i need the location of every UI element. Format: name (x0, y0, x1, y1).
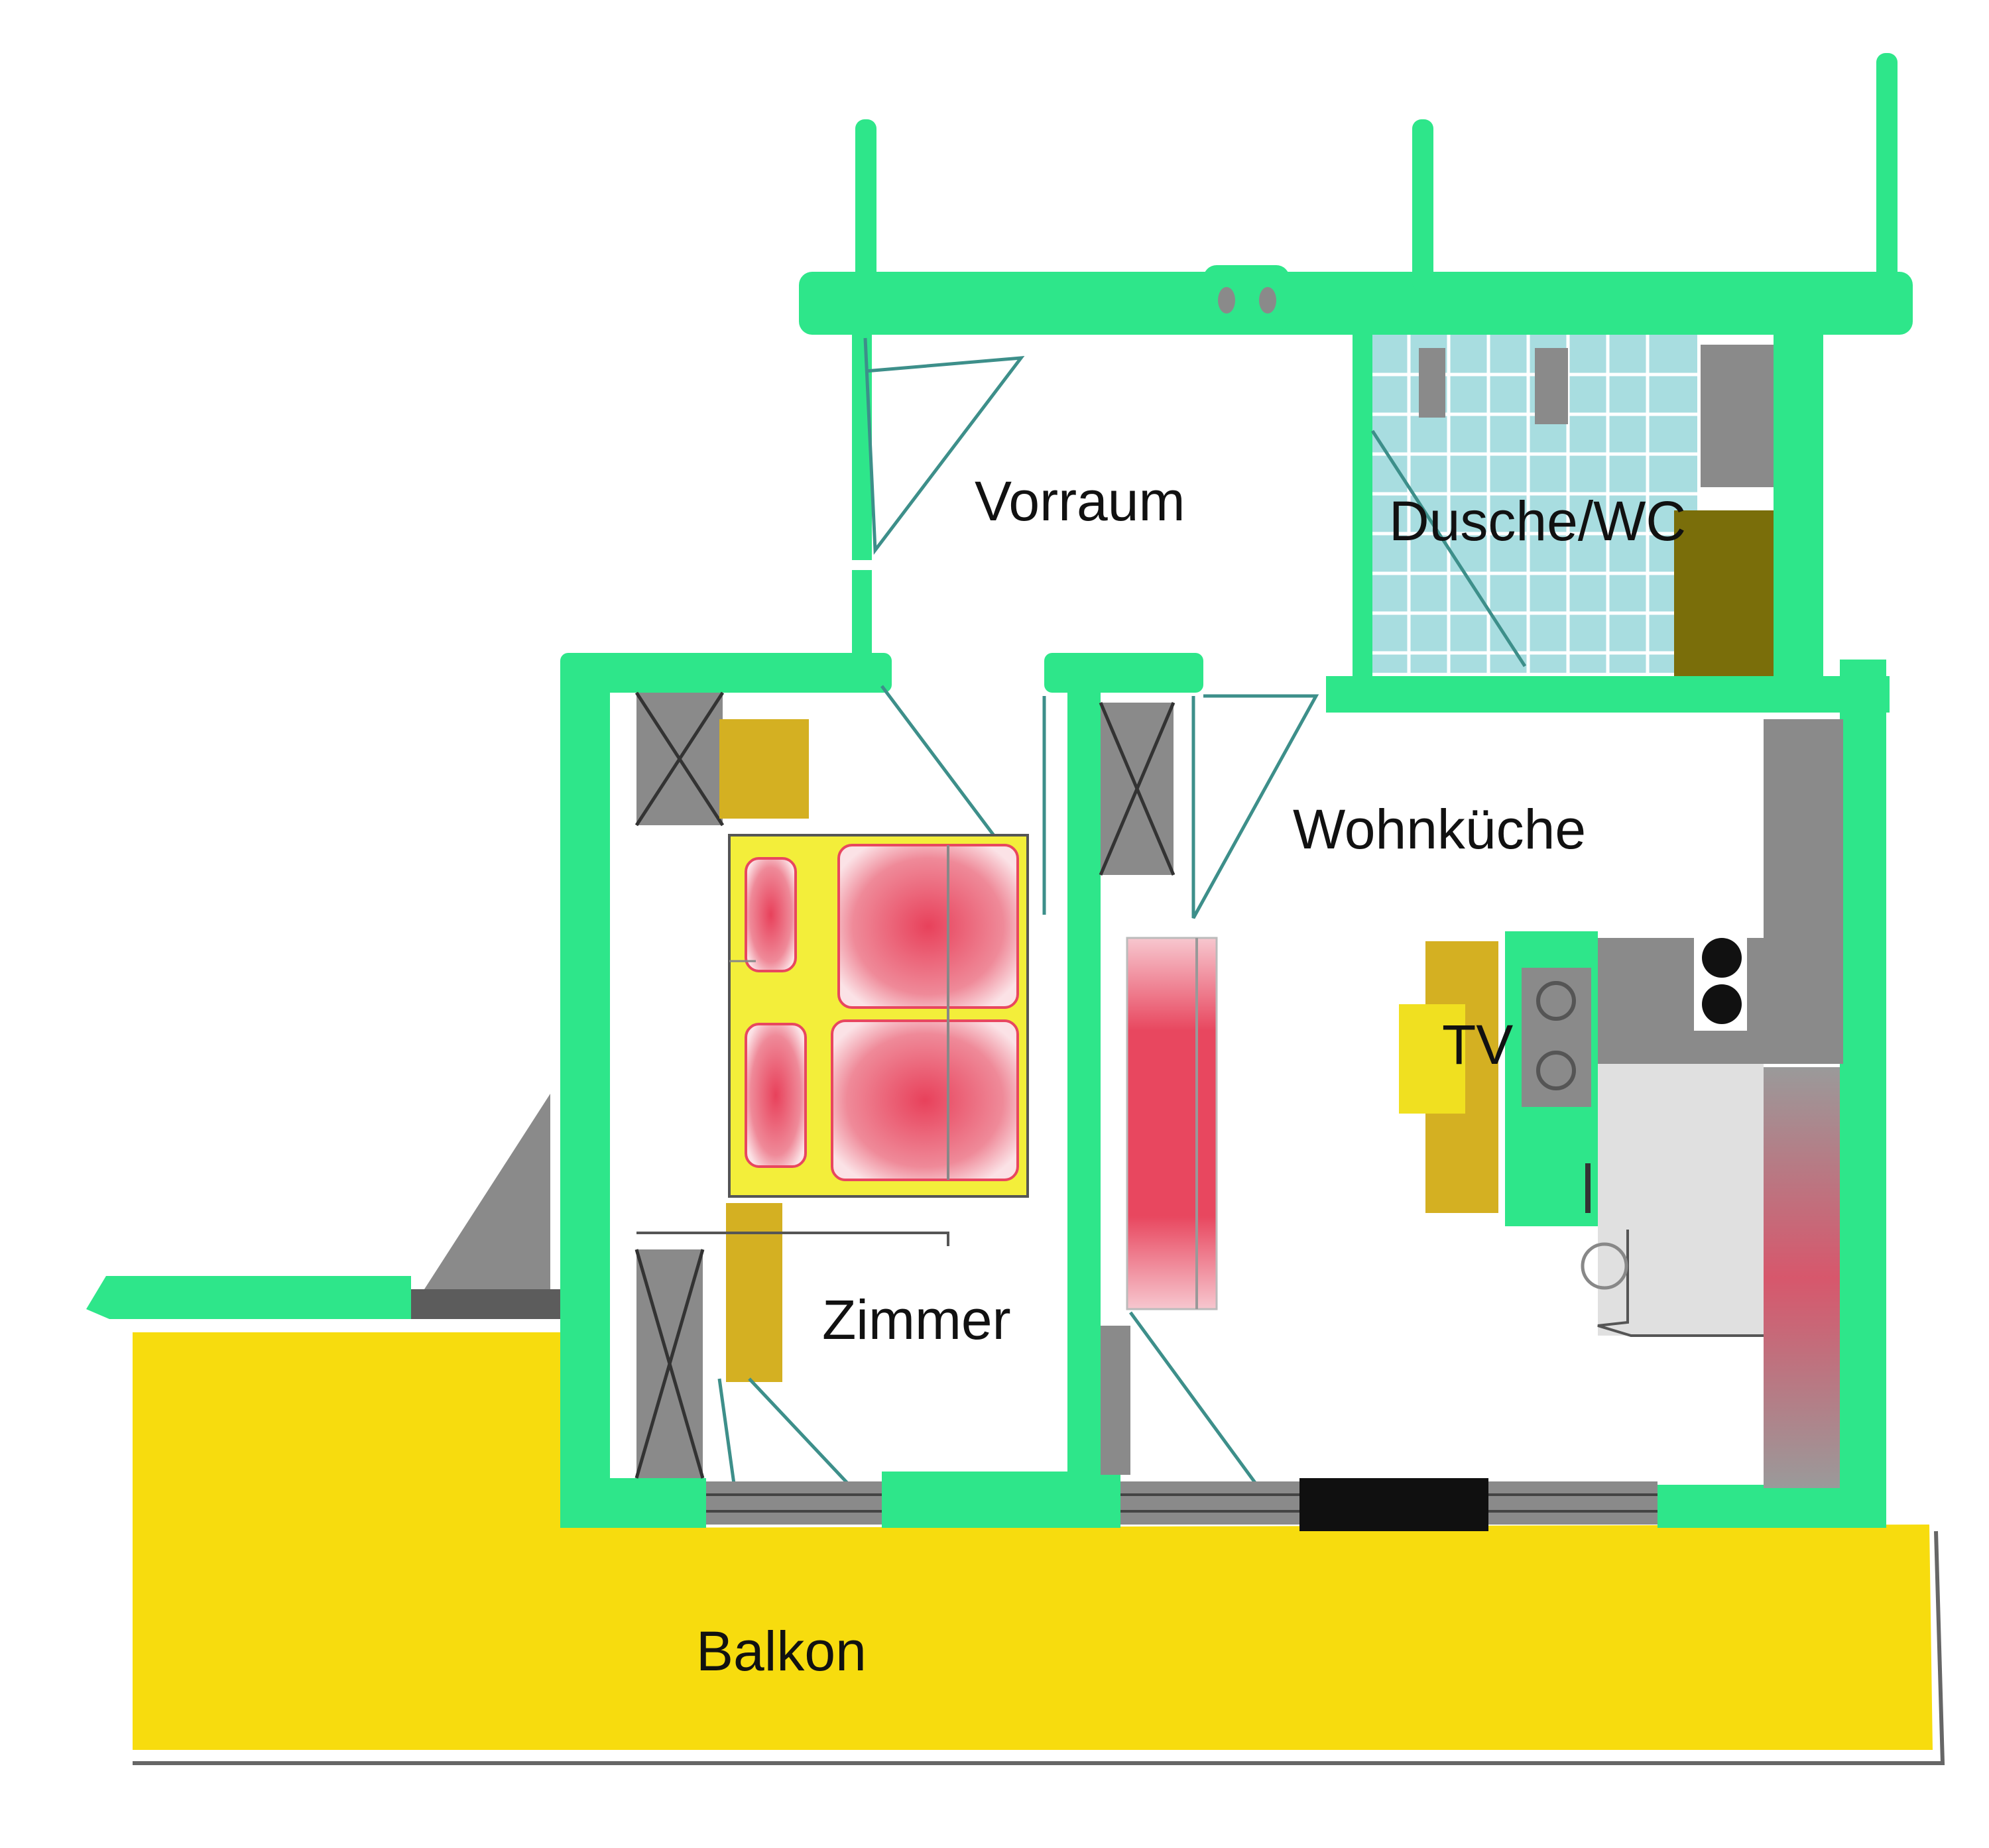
kitchen-window-door (1128, 1311, 1268, 1499)
room-label-dusche-wc: Dusche/WC (1389, 490, 1686, 552)
windows (706, 1478, 1658, 1531)
wall-bottom-mid (882, 1472, 1120, 1528)
shower-door-line (1370, 430, 1527, 667)
washbasin (1535, 348, 1568, 424)
bath-storage-grey (1701, 345, 1774, 487)
kitchen (1399, 719, 1843, 1488)
balcony-door-swing (424, 1094, 550, 1289)
zimmer-window-door (717, 1378, 855, 1500)
wall-kitchen-top-right (1326, 676, 1890, 713)
zimmer-wardrobe-top (634, 691, 725, 827)
blanket-bottom (831, 1019, 1019, 1181)
wall-stub-mid (1412, 119, 1433, 292)
hob-plate-bottom (1702, 984, 1742, 1024)
wall-right-upper (1774, 335, 1823, 679)
room-label-zimmer: Zimmer (822, 1289, 1011, 1351)
bathroom (1370, 335, 1774, 676)
kitchen-table (1598, 1064, 1764, 1336)
balcony-railing-line (133, 1530, 1945, 1765)
kitchen-door-swing (1191, 694, 1319, 919)
walls (86, 53, 1913, 1528)
window-kitchen-black (1299, 1478, 1488, 1531)
wall-vorraum-left-lower (852, 570, 872, 663)
wall-bath-left (1353, 335, 1372, 686)
room-label-wohnkueche: Wohnküche (1293, 798, 1586, 860)
bath-storage-olive (1674, 510, 1774, 676)
cooktop (1522, 968, 1591, 1107)
cooktop-ring-1 (1536, 981, 1576, 1021)
nightstand-top (719, 719, 809, 819)
stool (1581, 1242, 1628, 1290)
zimmer-window-door-leaf (748, 1377, 857, 1493)
hob-plate-top (1702, 938, 1742, 978)
wall-stub-right (1876, 53, 1898, 292)
window-kitchen-right (1488, 1481, 1658, 1525)
room-label-balkon: Balkon (696, 1620, 867, 1682)
wall-middle (1067, 679, 1101, 1501)
kitchen-wardrobe (1099, 702, 1175, 1475)
wall-zimmer-left (560, 679, 610, 1528)
balcony-floor (133, 1332, 1933, 1750)
zimmer-door-swing (880, 685, 1002, 846)
counter-right-bottom (1764, 1067, 1840, 1488)
wall-bottom-left (560, 1478, 706, 1528)
window-zimmer (706, 1481, 882, 1525)
entry-door-swing (863, 337, 1025, 555)
balcony-threshold (411, 1289, 564, 1319)
wall-stub-left (855, 119, 876, 292)
wall-balcony-connector (560, 1276, 587, 1329)
balcony (133, 1332, 1945, 1765)
zimmer-table-outline (636, 1232, 949, 1246)
sofa-bed (1126, 937, 1218, 1310)
intercom-icon (1203, 265, 1290, 331)
blanket-top (837, 844, 1019, 1009)
toilet (1419, 348, 1445, 418)
cooktop-ring-2 (1536, 1051, 1576, 1090)
wall-zimmer-top (560, 653, 892, 693)
wall-balcony-left (86, 1276, 411, 1319)
tv-label: TV (1442, 1013, 1513, 1076)
room-label-vorraum: Vorraum (975, 470, 1185, 532)
bed (728, 834, 1029, 1198)
nightstand-bottom (726, 1203, 782, 1382)
pillow-left-bottom (745, 1023, 807, 1168)
tv-screen (1399, 1004, 1465, 1114)
pillow-left-top (745, 857, 797, 972)
wall-top (799, 272, 1913, 335)
zimmer-wardrobe-bottom (634, 1249, 705, 1479)
wall-right-lower (1840, 660, 1886, 1521)
kitchen-table-outline (1597, 1230, 1764, 1337)
window-kitchen-left (1120, 1481, 1299, 1525)
wall-bottom-right (1658, 1485, 1886, 1528)
